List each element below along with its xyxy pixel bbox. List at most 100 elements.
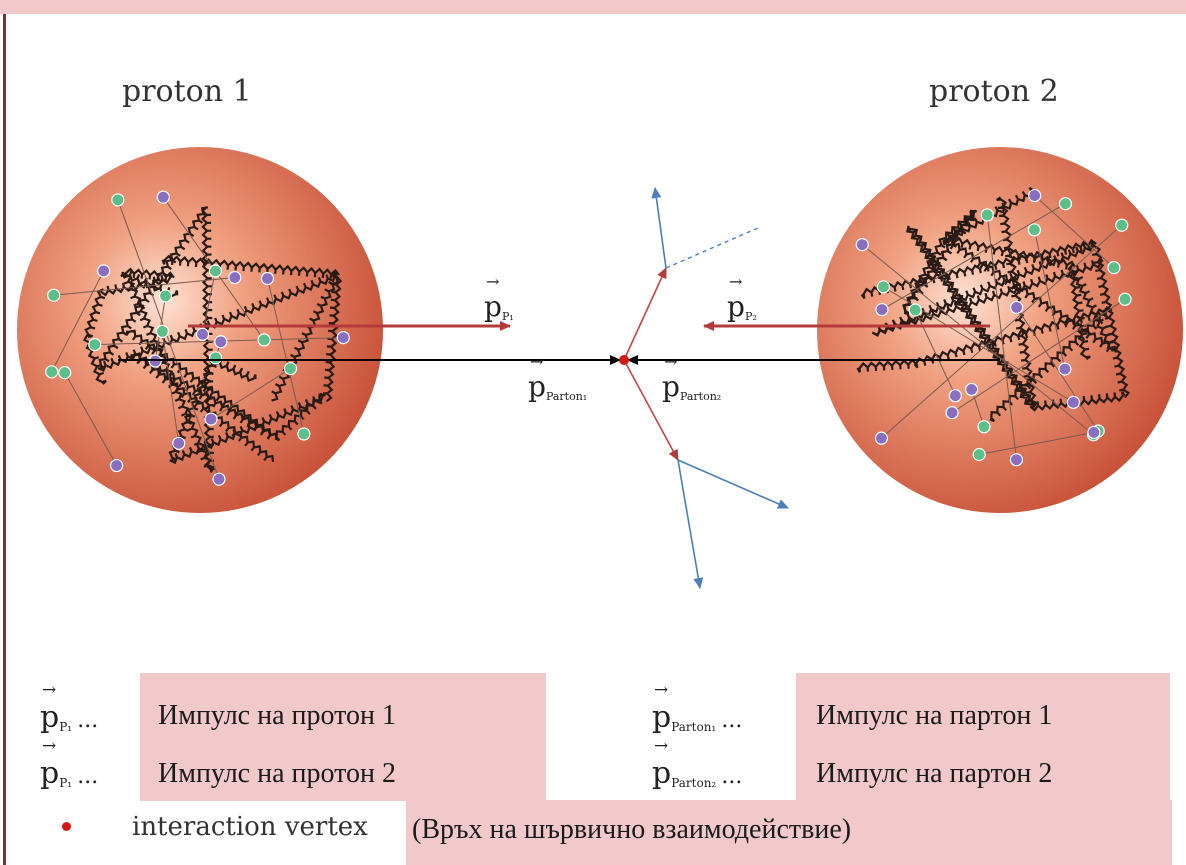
legend-text-proton1: Импулс на протон 1	[158, 700, 396, 731]
quark-ball	[948, 389, 962, 403]
quark-ball	[58, 366, 72, 380]
legend-box-row1-right	[796, 673, 1170, 801]
quark-ball	[1010, 300, 1024, 314]
outgoing-dashed	[665, 227, 759, 269]
quark-link	[1033, 229, 1066, 370]
quark-ball	[965, 382, 979, 397]
quark-ball	[874, 431, 889, 445]
legend-symbol-p2: pP₁ ...	[40, 756, 98, 791]
legend-symbol-parton2: pParton₂ ...	[652, 756, 742, 791]
quark-ball	[45, 365, 59, 379]
top-band	[0, 0, 1186, 14]
proton-2-gluons	[856, 186, 1130, 423]
quark-link	[1034, 195, 1115, 269]
gluon-coil	[121, 270, 179, 299]
quark-ball	[209, 351, 223, 365]
quark-link	[202, 270, 216, 335]
quark-ball	[155, 324, 169, 339]
gluon-coil	[989, 308, 1112, 423]
legend-dots-4: ...	[721, 764, 743, 789]
legend-vertex-dot	[62, 822, 71, 831]
gluon-coil	[913, 305, 1113, 369]
proton-1-label: proton 1	[122, 74, 252, 109]
quark-ball	[972, 447, 986, 462]
legend-box-vertex	[406, 800, 1172, 865]
quark-ball	[88, 338, 102, 352]
quark-ball	[875, 302, 889, 317]
gluon-coil	[123, 267, 175, 282]
outgoing-blue-up	[651, 187, 667, 269]
legend-dots-2: ...	[77, 764, 99, 789]
quark-ball	[148, 354, 162, 368]
quark-ball	[204, 412, 218, 426]
quark-ball	[908, 303, 922, 317]
quark-link	[951, 298, 1126, 414]
legend-dots-3: ...	[721, 708, 743, 733]
quark-link	[881, 203, 1066, 310]
quark-link	[161, 331, 180, 444]
quark-link	[986, 214, 1017, 460]
legend-vertex-label: interaction vertex	[132, 812, 368, 842]
gluon-coil	[98, 206, 209, 370]
quark-ball	[1115, 218, 1129, 232]
quark-link	[210, 368, 291, 420]
gluon-coil	[902, 237, 946, 315]
quark-link	[979, 431, 1095, 456]
quark-link	[861, 244, 1094, 436]
quark-ball	[980, 208, 994, 222]
quark-ball	[1107, 261, 1121, 275]
gluon-coil	[903, 209, 977, 315]
gluon-coil	[322, 273, 343, 403]
gluon-coil	[129, 353, 275, 463]
quark-ball	[945, 406, 959, 420]
quark-ball	[110, 458, 124, 473]
quark-ball	[212, 472, 226, 486]
quark-link	[51, 270, 105, 373]
vector-label-p2: pP₂	[727, 290, 757, 323]
quark-link	[881, 224, 1123, 439]
proton-1-gluons	[82, 206, 343, 473]
legend-dots-1: ...	[77, 708, 99, 733]
quark-ball	[1009, 453, 1024, 467]
vector-label-p1: pP₁	[484, 290, 514, 323]
outgoing-red-down	[623, 359, 679, 461]
gluon-coil	[856, 358, 918, 373]
gluon-coil	[274, 393, 326, 442]
legend-symbol-parton1: pParton₁ ...	[652, 700, 742, 735]
quark-ball	[257, 333, 271, 347]
interaction-vertex-dot	[619, 355, 629, 365]
proton-2-quarks	[855, 188, 1132, 467]
legend-text-vertex-translation: (Връх на шървично взаимодействие)	[412, 814, 852, 845]
quark-ball	[977, 420, 991, 434]
quark-ball	[1027, 223, 1041, 237]
quark-ball	[208, 264, 222, 278]
gluon-coil	[84, 288, 106, 338]
quark-ball	[158, 289, 173, 303]
legend-text-proton2: Импулс на протон 2	[158, 758, 396, 789]
vector-label-parton1: pParton₁	[528, 370, 587, 403]
quark-ball	[195, 327, 210, 341]
gluon-coil	[860, 238, 1097, 299]
gluon-coil	[161, 254, 340, 279]
quark-ball	[214, 335, 228, 349]
gluon-coil	[1089, 243, 1130, 399]
proton-1-sphere	[17, 147, 383, 513]
proton-2-sphere	[817, 147, 1183, 513]
quark-ball	[855, 238, 869, 252]
quark-ball	[111, 193, 125, 207]
quark-ball	[1058, 362, 1072, 376]
quark-ball	[1087, 425, 1101, 439]
outgoing-blue-right	[677, 459, 789, 509]
quark-ball	[260, 271, 275, 286]
outgoing-red-up	[623, 267, 667, 361]
quark-ball	[1058, 197, 1073, 211]
gluon-coil	[97, 270, 338, 372]
gluon-coil	[942, 238, 1117, 353]
legend-text-parton1: Импулс на партон 1	[816, 700, 1053, 731]
gluon-coil	[943, 209, 977, 243]
quark-ball	[1118, 292, 1132, 306]
gluon-coil	[871, 257, 1104, 337]
quark-link	[64, 372, 118, 466]
